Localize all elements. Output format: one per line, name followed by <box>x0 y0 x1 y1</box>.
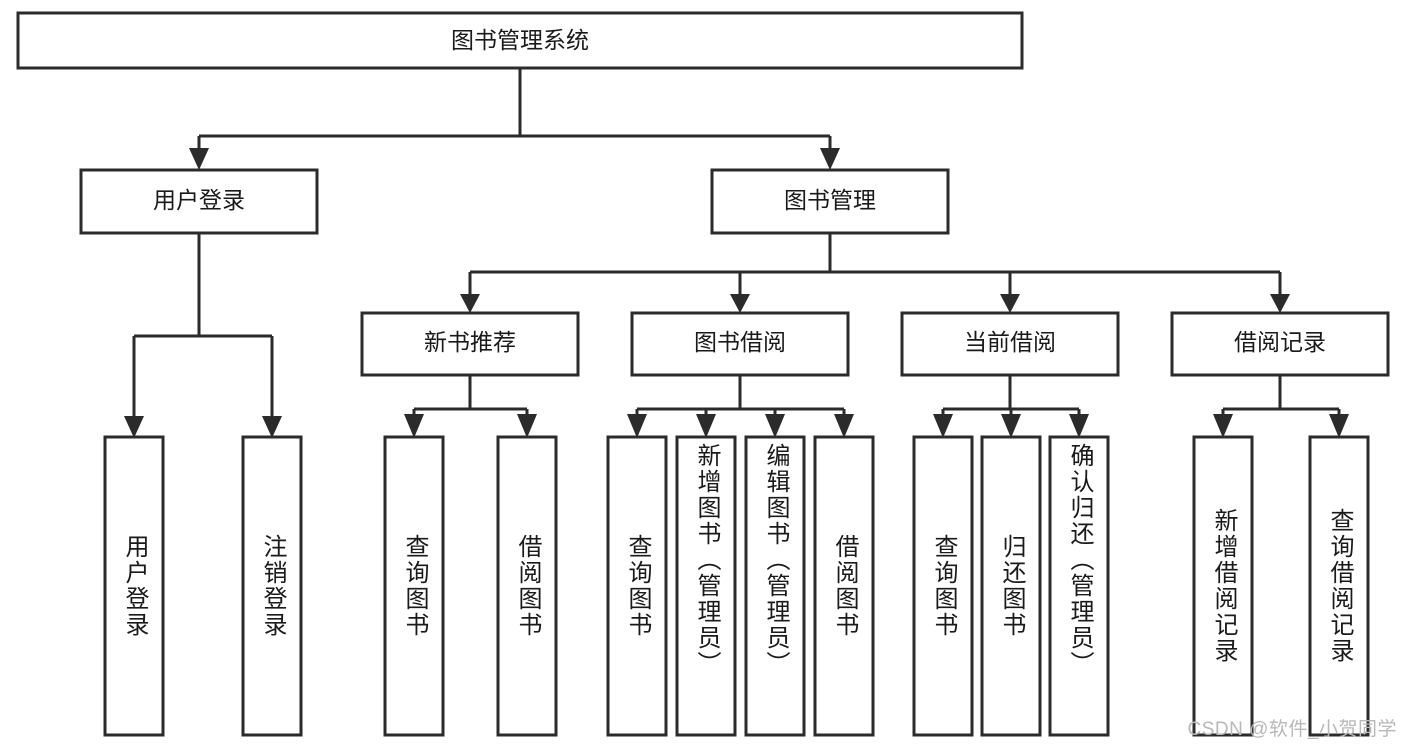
connector-group-book-manage <box>460 233 1290 313</box>
leaf-boxes-current-borrow <box>912 435 1110 737</box>
node-new-book-recommend[interactable]: 新书推荐 <box>360 311 580 377</box>
arrow-head-borrow-record-leaf1 <box>1213 414 1233 438</box>
leaf-box-current-borrow-1[interactable] <box>912 435 974 737</box>
watermark-text: CSDN @软件_小贺同学 <box>1187 719 1397 740</box>
node-current-borrow[interactable]: 当前借阅 <box>900 311 1120 377</box>
arrow-head-new-book-leaf2 <box>517 414 537 438</box>
node-root-label: 图书管理系统 <box>451 27 589 53</box>
connector-group-new-book <box>404 375 537 438</box>
leaf-box-user-login-2[interactable] <box>241 435 303 737</box>
leaf-box-current-borrow-3[interactable] <box>1048 435 1110 737</box>
leaf-box-book-borrow-4[interactable] <box>813 435 875 737</box>
arrow-head-user-login-leaf2 <box>262 416 282 438</box>
connector-group-current-borrow <box>933 375 1089 438</box>
leaf-box-new-book-2[interactable] <box>496 435 558 737</box>
node-book-borrow-box[interactable] <box>630 311 850 377</box>
node-current-borrow-label: 当前借阅 <box>964 329 1056 355</box>
node-user-login-box[interactable] <box>79 168 319 235</box>
arrow-head-borrow-record <box>1270 294 1290 313</box>
leaf-boxes-new-book-recommend <box>383 435 558 737</box>
node-root-box[interactable] <box>16 11 1024 70</box>
leaf-boxes-borrow-record <box>1192 435 1370 737</box>
leaf-box-current-borrow-2[interactable] <box>980 435 1042 737</box>
leaf-box-book-borrow-3[interactable] <box>744 435 806 737</box>
connector-group-user-login <box>124 233 282 438</box>
arrow-head-book-borrow <box>730 294 750 313</box>
arrow-head-book-manage <box>820 148 840 170</box>
leaf-box-borrow-record-1[interactable] <box>1192 435 1254 737</box>
arrow-head-current-borrow-leaf2 <box>1001 414 1021 438</box>
connector-group-book-borrow <box>627 375 854 438</box>
arrow-head-user-login-leaf1 <box>124 416 144 438</box>
arrow-head-book-borrow-leaf2 <box>696 414 716 438</box>
leaf-box-book-borrow-2[interactable] <box>675 435 737 737</box>
leaf-boxes-user-login <box>103 435 303 737</box>
node-user-login[interactable]: 用户登录 <box>79 168 319 235</box>
node-new-book-recommend-box[interactable] <box>360 311 580 377</box>
leaf-box-new-book-1[interactable] <box>383 435 445 737</box>
arrow-head-borrow-record-leaf2 <box>1329 414 1349 438</box>
connector-group-root <box>189 68 840 170</box>
node-book-borrow-label: 图书借阅 <box>694 329 786 355</box>
leaf-box-user-login-1[interactable] <box>103 435 165 737</box>
connector-group-borrow-record <box>1213 375 1349 438</box>
arrow-head-new-book <box>460 294 480 313</box>
arrow-head-new-book-leaf1 <box>404 414 424 438</box>
arrow-head-book-borrow-leaf4 <box>834 414 854 438</box>
node-user-login-label: 用户登录 <box>153 187 245 213</box>
node-book-manage-box[interactable] <box>710 168 950 235</box>
leaf-box-borrow-record-2[interactable] <box>1308 435 1370 737</box>
node-book-manage-label: 图书管理 <box>784 187 876 213</box>
leaf-boxes-book-borrow <box>606 435 875 737</box>
arrow-head-current-borrow-leaf3 <box>1069 414 1089 438</box>
node-current-borrow-box[interactable] <box>900 311 1120 377</box>
node-book-borrow[interactable]: 图书借阅 <box>630 311 850 377</box>
arrow-head-book-borrow-leaf3 <box>765 414 785 438</box>
node-book-manage[interactable]: 图书管理 <box>710 168 950 235</box>
arrow-head-current-borrow <box>1000 294 1020 313</box>
leaf-box-book-borrow-1[interactable] <box>606 435 668 737</box>
node-root[interactable]: 图书管理系统 <box>16 11 1024 70</box>
node-new-book-recommend-label: 新书推荐 <box>424 329 516 355</box>
node-borrow-record-box[interactable] <box>1170 311 1390 377</box>
arrow-head-user-login <box>189 148 209 170</box>
node-borrow-record-label: 借阅记录 <box>1234 329 1326 355</box>
node-borrow-record[interactable]: 借阅记录 <box>1170 311 1390 377</box>
arrow-head-book-borrow-leaf1 <box>627 414 647 438</box>
arrow-head-current-borrow-leaf1 <box>933 414 953 438</box>
